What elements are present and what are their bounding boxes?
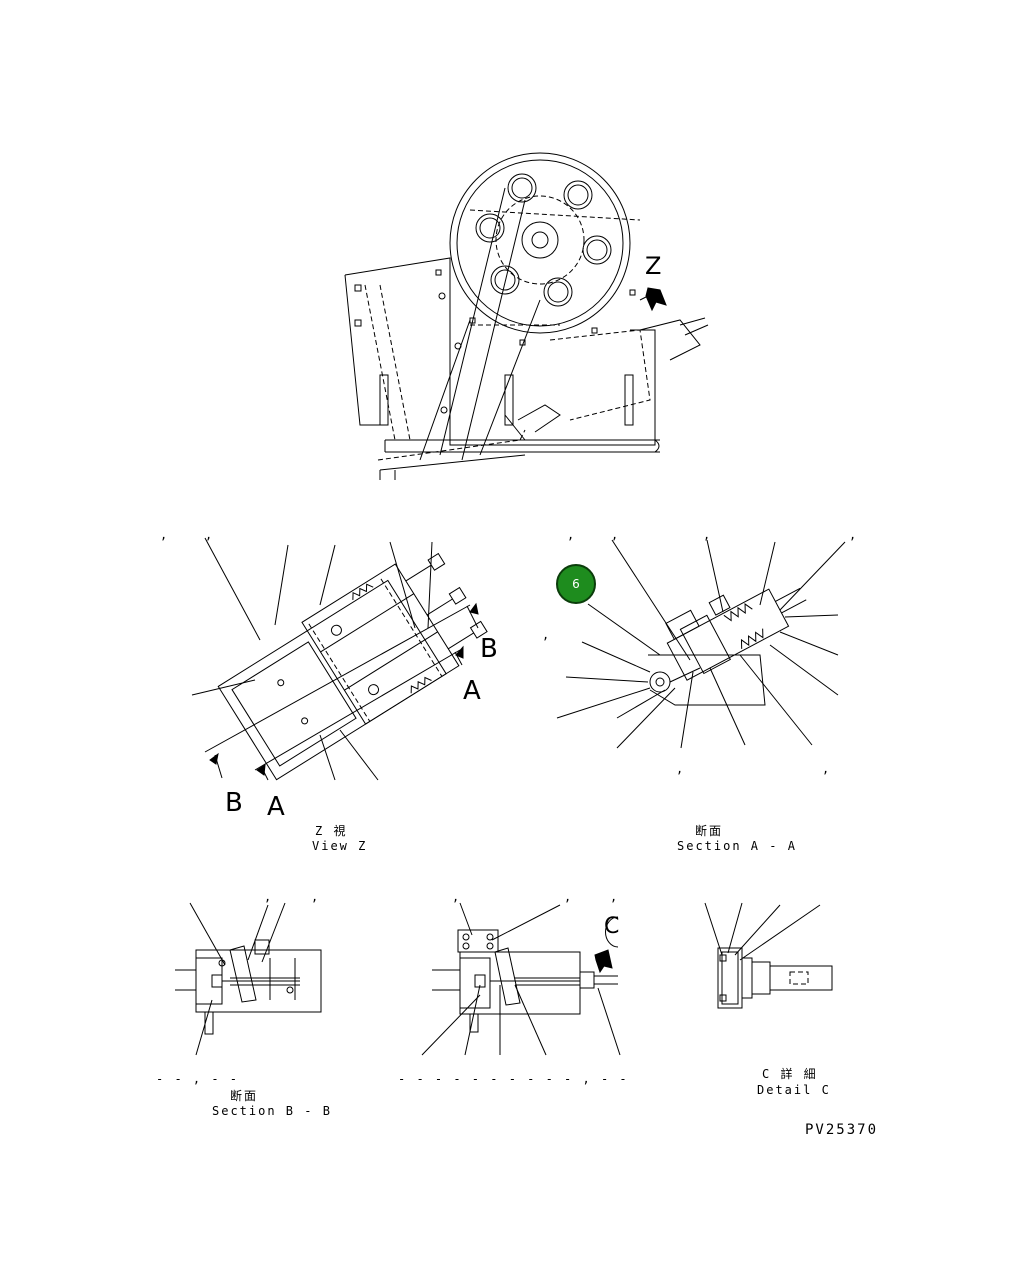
section-bb-caption-jp: 断面 [230,1089,259,1103]
section-bb-caption-en: Section B - B [212,1104,332,1118]
view-z-section-b-right-label: B [480,634,498,664]
view-z-section-a-left-label: A [267,792,285,822]
callout-badge-6[interactable]: 6 [556,564,596,604]
callout-mark: , [264,890,272,904]
view-z-arrow-letter: Z [645,252,662,280]
section-aa-caption-jp: 断面 [695,824,724,838]
section-aa-leaders [556,539,846,749]
view-z-section-a-right-label: A [463,676,481,706]
section-aa-caption-en: Section A - A [677,839,797,853]
callout-mark: , [452,890,460,904]
callout-mark: , [849,528,857,542]
callout-mark: , [611,528,619,542]
main-crusher-view [344,152,709,480]
view-z-caption-jp: Z 視 [315,824,348,838]
detail-c-leaders [704,902,821,961]
drawing-number: PV25370 [805,1122,879,1138]
section-middle-drawing [432,916,619,1033]
callout-mark: , [205,528,213,542]
callout-mark: , [676,762,684,776]
detail-c-caption-en: Detail C [757,1083,831,1097]
detail-c-drawing [717,947,833,1009]
section-middle-leaders [421,902,621,1056]
section-bb-dashes-left: - - , - - [156,1072,240,1086]
section-aa-drawing [648,587,807,706]
callout-mark: , [703,528,711,542]
callout-mark: , [610,890,618,904]
detail-c-marker-letter: C [604,914,620,939]
callout-mark: , [822,762,830,776]
view-z-drawing [217,552,488,781]
view-z-caption-en: View Z [312,839,368,853]
view-z-leaders [191,537,479,781]
callout-mark: , [160,528,168,542]
callout-mark: , [311,890,319,904]
detail-c-caption-jp: C 詳 細 [762,1067,818,1081]
view-z-section-b-left-label: B [225,788,243,818]
callout-mark: , [567,528,575,542]
section-bb-leaders [189,902,286,1056]
section-bb-drawing [175,939,322,1035]
callout-mark: , [564,890,572,904]
section-middle-dashes: - - - - - - - - - - , - - [398,1072,629,1086]
callout-mark: , [542,628,550,642]
